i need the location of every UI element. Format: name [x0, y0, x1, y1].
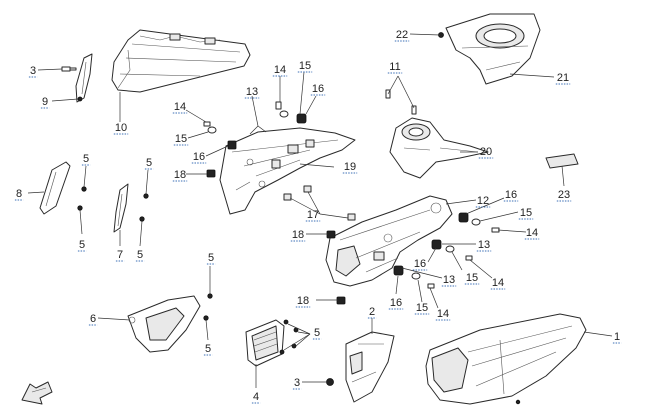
part-4-grille-panel	[245, 319, 285, 367]
leader-lines	[27, 33, 613, 388]
callout-label-c5g: 5	[314, 327, 320, 339]
part-14-bolt-b	[275, 101, 282, 110]
callout-label-c16b: 16	[312, 83, 324, 95]
callout-label-c18a: 18	[174, 169, 186, 181]
callout-label-c13b: 13	[478, 239, 490, 251]
part-11-screws	[385, 89, 417, 115]
part-20-air-box	[389, 117, 489, 179]
callout-label-c13c: 13	[443, 274, 455, 286]
callout-label-c15b: 15	[299, 60, 311, 72]
callout-label-c14c: 14	[526, 227, 538, 239]
callout-label-c14e: 14	[437, 308, 449, 320]
part-7-slim-bracket	[113, 183, 129, 233]
part-19-inner-bracket	[219, 127, 356, 215]
part-23-pad	[545, 153, 579, 169]
callout-label-c8: 8	[16, 188, 22, 200]
callout-label-c5b: 5	[79, 239, 85, 251]
part-16-grommet-a	[227, 140, 237, 150]
part-16-grommet-d	[431, 239, 442, 250]
callout-label-c15e: 15	[416, 302, 428, 314]
part-21-top-cover	[445, 13, 541, 85]
part-15-washer-a	[207, 126, 217, 134]
part-14-bolt-a	[203, 121, 211, 127]
part-5-fastener-7-top	[143, 193, 149, 199]
callout-label-c9: 9	[42, 96, 48, 108]
part-15-washer-e	[411, 272, 421, 280]
part-1-side-panel	[425, 313, 587, 405]
part-14-bolt-c	[491, 227, 500, 233]
part-14-bolt-d	[465, 255, 473, 261]
callout-label-c3a: 3	[30, 65, 36, 77]
callout-label-c15a: 15	[175, 133, 187, 145]
part-5-fastener-8-bottom	[77, 205, 83, 211]
callout-label-c14a: 14	[174, 101, 186, 113]
callout-label-c3b: 3	[294, 377, 300, 389]
callout-label-c15c: 15	[520, 207, 532, 219]
callout-label-c16d: 16	[414, 258, 426, 270]
callout-label-c6: 6	[90, 313, 96, 325]
part-15-washer-c	[471, 218, 481, 226]
part-16-grommet-b	[296, 113, 307, 124]
part-14-bolt-e	[427, 283, 435, 289]
callout-label-c13a: 13	[246, 86, 258, 98]
callout-label-c10: 10	[115, 122, 127, 134]
part-15-washer-b	[279, 110, 289, 118]
part-8-side-reflector	[39, 161, 71, 215]
part-3-screw-lower	[326, 378, 334, 386]
part-18-clip-c	[336, 296, 346, 305]
part-12-mount-frame	[325, 195, 453, 287]
part-5-fastener-7-bottom	[139, 216, 145, 222]
callout-label-c5e: 5	[208, 252, 214, 264]
part-17-clips	[283, 185, 356, 221]
part-15-washer-d	[445, 245, 455, 253]
callout-label-c5a: 5	[83, 153, 89, 165]
callout-label-c5c: 5	[146, 157, 152, 169]
callout-label-c5d: 5	[137, 249, 143, 261]
callout-label-c19: 19	[344, 161, 356, 173]
part-10-side-cover	[111, 29, 251, 93]
callout-label-c4: 4	[253, 391, 259, 403]
callout-label-c18c: 18	[297, 295, 309, 307]
part-5-fastener-8-top	[81, 186, 87, 192]
part-2-lower-shield	[345, 331, 395, 403]
callout-label-c12: 12	[477, 195, 489, 207]
part-6-trim-cover	[127, 295, 201, 353]
callout-label-c7: 7	[117, 249, 123, 261]
part-16-grommet-e	[393, 265, 404, 276]
front-direction-arrow-icon	[21, 381, 53, 405]
callout-label-c14b: 14	[274, 64, 286, 76]
callout-label-c16e: 16	[390, 297, 402, 309]
callout-label-c18b: 18	[292, 229, 304, 241]
part-9-bracket	[75, 53, 93, 103]
callout-label-c16c: 16	[505, 189, 517, 201]
callout-label-c21: 21	[557, 72, 569, 84]
part-18-clip-a	[206, 169, 216, 178]
part-18-clip-b	[326, 230, 336, 239]
callout-label-c22: 22	[396, 29, 408, 41]
callout-label-c16a: 16	[193, 151, 205, 163]
callout-label-c23: 23	[558, 189, 570, 201]
callout-label-c11: 11	[389, 61, 400, 73]
callout-label-c5f: 5	[205, 343, 211, 355]
part-16-grommet-c	[458, 212, 469, 223]
part-5-fastener-6-bottom	[203, 315, 209, 321]
part-3-screw-upper	[61, 66, 77, 72]
callout-label-c15d: 15	[466, 272, 478, 284]
part-5-fastener-6-top	[207, 293, 213, 299]
callout-label-c17: 17	[307, 209, 319, 221]
callout-label-c2: 2	[369, 306, 375, 318]
callout-label-c20: 20	[480, 146, 492, 158]
callout-label-c1: 1	[614, 331, 620, 343]
callout-label-c14d: 14	[492, 277, 504, 289]
